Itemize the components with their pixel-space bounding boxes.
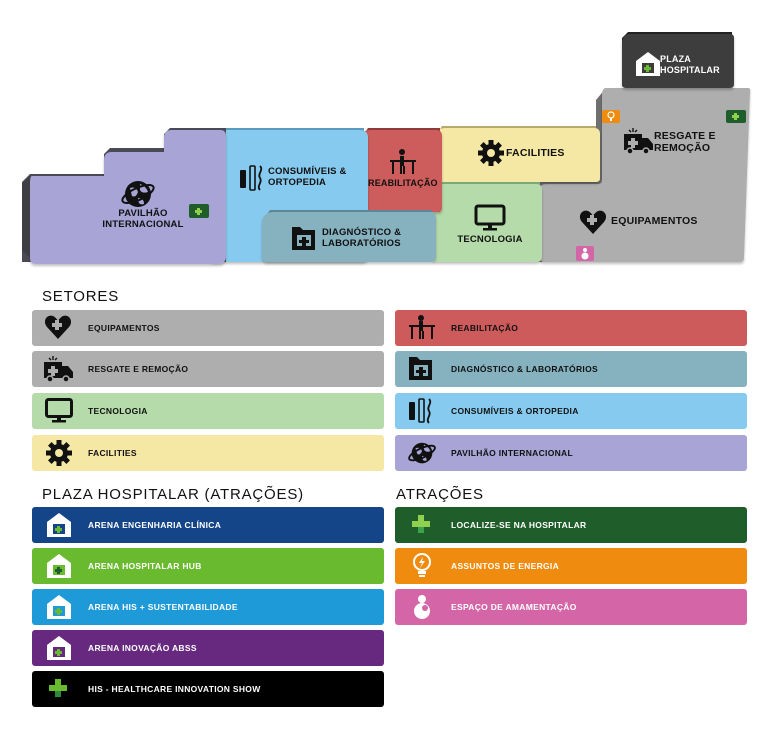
energy-marker-icon[interactable] [602, 110, 620, 123]
house-icon [44, 510, 74, 540]
house-icon [636, 52, 660, 76]
legend-arena-his[interactable]: ARENA HIS + SUSTENTABILIDADE [32, 589, 384, 625]
folder-plus-icon [407, 354, 437, 384]
globe-icon [121, 181, 155, 207]
heart-plus-icon [579, 210, 607, 234]
house-icon [44, 592, 74, 622]
legend-label: ARENA INOVAÇÃO ABSS [88, 643, 197, 653]
plaza-heading: PLAZA HOSPITALAR (ATRAÇÕES) [42, 486, 304, 503]
syringe-bone-icon [407, 396, 437, 426]
legend-label: ARENA HIS + SUSTENTABILIDADE [88, 602, 238, 612]
setores-heading: SETORES [42, 288, 120, 305]
folder-plus-icon [292, 227, 315, 250]
legend-label: HIS - HEALTHCARE INNOVATION SHOW [88, 684, 261, 694]
map-label-tecnologia: TECNOLOGIA [457, 234, 523, 245]
legend-localize[interactable]: LOCALIZE-SE NA HOSPITALAR [395, 507, 747, 543]
legend-consumiveis[interactable]: CONSUMÍVEIS & ORTOPEDIA [395, 393, 747, 429]
legend-resgate[interactable]: RESGATE E REMOÇÃO [32, 351, 384, 387]
monitor-icon [44, 396, 74, 426]
map-label-plaza: PLAZA HOSPITALAR [660, 54, 720, 75]
legend-arena-hub[interactable]: ARENA HOSPITALAR HUB [32, 548, 384, 584]
cross-icon [44, 674, 74, 704]
legend-pavilhao[interactable]: PAVILHÃO INTERNACIONAL [395, 435, 747, 471]
legend-arena-inovacao[interactable]: ARENA INOVAÇÃO ABSS [32, 630, 384, 666]
legend-arena-engenharia[interactable]: ARENA ENGENHARIA CLÍNICA [32, 507, 384, 543]
legend-label: FACILITIES [88, 448, 137, 458]
legend-equipamentos[interactable]: EQUIPAMENTOS [32, 310, 384, 346]
house-icon [44, 551, 74, 581]
gear-icon [478, 140, 504, 166]
map-label-consumiveis: CONSUMÍVEIS & ORTOPEDIA [268, 166, 347, 188]
sector-tecnologia-block[interactable] [432, 182, 542, 262]
legend-label: TECNOLOGIA [88, 406, 148, 416]
legend-label: ESPAÇO DE AMAMENTAÇÃO [451, 602, 577, 612]
legend-energia[interactable]: ASSUNTOS DE ENERGIA [395, 548, 747, 584]
legend-label: RESGATE E REMOÇÃO [88, 364, 189, 374]
breastfeeding-icon [407, 592, 437, 622]
legend-label: PAVILHÃO INTERNACIONAL [451, 448, 573, 458]
ambulance-icon [624, 128, 653, 155]
ambulance-icon [44, 354, 74, 384]
localize-marker-icon[interactable] [189, 204, 209, 218]
localize-marker-icon[interactable] [726, 110, 746, 123]
globe-icon [407, 438, 437, 468]
lightbulb-icon [407, 551, 437, 581]
legend-label: ARENA HOSPITALAR HUB [88, 561, 202, 571]
gear-icon [44, 438, 74, 468]
legend-his-show[interactable]: HIS - HEALTHCARE INNOVATION SHOW [32, 671, 384, 707]
house-icon [44, 633, 74, 663]
legend-label: CONSUMÍVEIS & ORTOPEDIA [451, 406, 579, 416]
floor-map [22, 32, 751, 264]
sector-facilities-block[interactable] [436, 126, 600, 182]
rehab-bars-icon [407, 313, 437, 343]
legend-label: ASSUNTOS DE ENERGIA [451, 561, 560, 571]
map-label-equipamentos: EQUIPAMENTOS [611, 215, 698, 227]
map-label-facilities: FACILITIES [506, 147, 565, 159]
legend-label: ARENA ENGENHARIA CLÍNICA [88, 520, 222, 530]
map-label-pavilhao: PAVILHÃO INTERNACIONAL [102, 208, 184, 230]
legend-label: EQUIPAMENTOS [88, 323, 160, 333]
breastfeeding-marker-icon[interactable] [576, 246, 594, 261]
cross-icon [407, 510, 437, 540]
rehab-bars-icon [390, 149, 416, 174]
map-label-diagnostico: DIAGNÓSTICO & LABORATÓRIOS [322, 227, 402, 249]
legend-tecnologia[interactable]: TECNOLOGIA [32, 393, 384, 429]
heart-plus-icon [44, 313, 74, 343]
monitor-icon [474, 204, 506, 231]
map-label-reabilitacao: REABILITAÇÃO [368, 178, 438, 188]
legend-label: DIAGNÓSTICO & LABORATÓRIOS [451, 364, 598, 374]
legend-amamentacao[interactable]: ESPAÇO DE AMAMENTAÇÃO [395, 589, 747, 625]
legend-diagnostico[interactable]: DIAGNÓSTICO & LABORATÓRIOS [395, 351, 747, 387]
legend-label: REABILITAÇÃO [451, 323, 519, 333]
syringe-bone-icon [240, 165, 263, 191]
legend-facilities[interactable]: FACILITIES [32, 435, 384, 471]
atracoes-heading: ATRAÇÕES [396, 486, 484, 503]
legend-label: LOCALIZE-SE NA HOSPITALAR [451, 520, 587, 530]
map-label-resgate: RESGATE E REMOÇÃO [654, 130, 716, 154]
legend-reabilitacao[interactable]: REABILITAÇÃO [395, 310, 747, 346]
